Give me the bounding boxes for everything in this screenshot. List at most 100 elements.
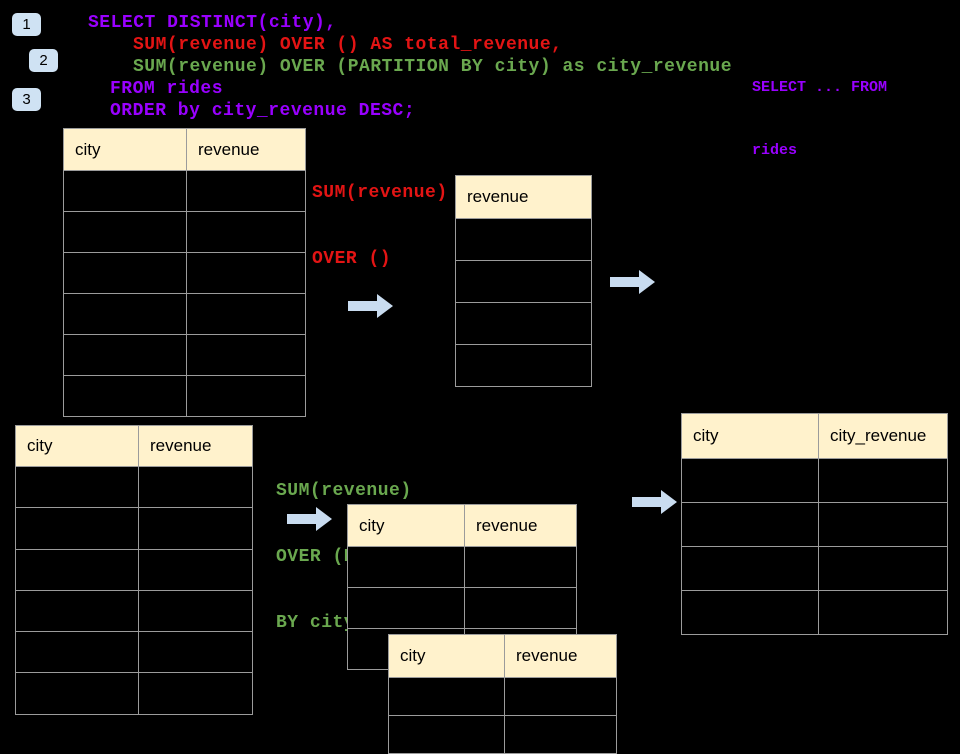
column-header-revenue: revenue: [467, 187, 529, 206]
table-cell-empty: [818, 591, 947, 634]
column-header-revenue: revenue: [186, 129, 305, 170]
arrow-right-icon: [632, 490, 677, 514]
table-row: [389, 715, 616, 753]
table-cell-empty: [64, 294, 186, 334]
table-row: [389, 677, 616, 715]
table-city-revenue-result: city city_revenue: [681, 413, 948, 635]
table-row: [64, 211, 305, 252]
sql-line-select: SELECT DISTINCT(city),: [88, 13, 337, 33]
table-row: [348, 546, 576, 587]
table-cell-empty: [138, 632, 252, 673]
table-header-row: city revenue: [389, 635, 616, 677]
table-header-row: city revenue: [348, 505, 576, 546]
table-cell-empty: [682, 591, 818, 634]
table-total-revenue-result: revenue: [455, 175, 592, 387]
table-cell-empty: [64, 376, 186, 416]
step-badge-3: 3: [12, 88, 41, 111]
table-cell-empty: [64, 171, 186, 211]
table-row: [682, 458, 947, 502]
table-cell-empty: [818, 547, 947, 590]
table-cell-empty: [456, 261, 591, 302]
table-cell-empty: [456, 219, 591, 260]
table-cell-empty: [389, 716, 504, 753]
table-header-row: city revenue: [64, 129, 305, 170]
table-row: [16, 672, 252, 714]
annotation-total-revenue: SUM(revenue) OVER (): [312, 138, 448, 292]
table-cell-empty: [464, 588, 576, 628]
column-header-city: city: [27, 436, 53, 455]
table-cell-empty: [818, 503, 947, 546]
table-row: [682, 546, 947, 590]
table-partition-group-2: city revenue: [388, 634, 617, 754]
table-cell-empty: [464, 547, 576, 587]
table-cell-empty: [138, 549, 252, 590]
table-cell-empty: [16, 673, 138, 713]
column-header-revenue: revenue: [138, 426, 252, 466]
table-row: [682, 590, 947, 634]
sql-line-total-revenue: SUM(revenue) OVER () AS total_revenue,: [133, 35, 563, 55]
column-header-city: city: [75, 139, 101, 159]
table-row: [456, 218, 591, 260]
table-cell-empty: [389, 678, 504, 715]
table-cell-empty: [818, 459, 947, 502]
table-header-row: revenue: [456, 176, 591, 218]
table-cell-empty: [186, 212, 305, 252]
table-row: [16, 507, 252, 549]
table-row: [64, 252, 305, 293]
table-cell-empty: [186, 171, 305, 211]
table-cell-empty: [186, 294, 305, 334]
table-cell-empty: [138, 467, 252, 508]
arrow-right-icon: [348, 294, 393, 318]
table-cell-empty: [504, 716, 616, 753]
step-badge-2: 2: [29, 49, 58, 72]
column-header-revenue: revenue: [504, 635, 616, 677]
table-cell-empty: [138, 508, 252, 549]
table-header-row: city city_revenue: [682, 414, 947, 458]
table-header-row: city revenue: [16, 426, 252, 466]
table-cell-empty: [186, 335, 305, 375]
annotation-line: SUM(revenue): [312, 183, 448, 203]
table-row: [64, 170, 305, 211]
table-row: [348, 587, 576, 628]
table-row: [456, 260, 591, 302]
table-row: [16, 548, 252, 590]
table-cell-empty: [16, 467, 138, 507]
table-cell-empty: [16, 632, 138, 672]
table-source-rides-bottom: city revenue: [15, 425, 253, 715]
sql-line-from: FROM rides: [110, 79, 224, 99]
table-cell-empty: [64, 212, 186, 252]
table-cell-empty: [456, 345, 591, 386]
table-cell-empty: [138, 673, 252, 714]
table-row: [64, 375, 305, 416]
side-note-select-from-rides: SELECT ... FROM rides: [752, 35, 887, 182]
arrow-right-icon: [610, 270, 655, 294]
column-header-revenue: revenue: [464, 505, 576, 546]
table-row: [456, 344, 591, 386]
table-cell-empty: [64, 253, 186, 293]
table-row: [64, 293, 305, 334]
step-badge-1: 1: [12, 13, 41, 36]
column-header-city: city: [693, 426, 719, 445]
annotation-line: SUM(revenue): [276, 481, 412, 501]
table-source-rides-top: city revenue: [63, 128, 306, 417]
table-cell-empty: [456, 303, 591, 344]
table-cell-empty: [504, 678, 616, 715]
sql-line-order-by: ORDER by city_revenue DESC;: [110, 101, 416, 121]
table-row: [16, 466, 252, 508]
column-header-city-revenue: city_revenue: [818, 414, 947, 458]
sql-line-city-revenue: SUM(revenue) OVER (PARTITION BY city) as…: [133, 57, 732, 77]
table-row: [682, 502, 947, 546]
table-cell-empty: [16, 508, 138, 548]
table-row: [64, 334, 305, 375]
table-cell-empty: [348, 588, 464, 628]
table-row: [16, 589, 252, 632]
table-cell-empty: [682, 459, 818, 502]
table-cell-empty: [64, 335, 186, 375]
table-cell-empty: [682, 547, 818, 590]
table-row: [16, 631, 252, 673]
table-cell-empty: [138, 590, 252, 632]
column-header-city: city: [359, 515, 385, 535]
table-cell-empty: [682, 503, 818, 546]
table-cell-empty: [348, 547, 464, 587]
table-cell-empty: [186, 253, 305, 293]
